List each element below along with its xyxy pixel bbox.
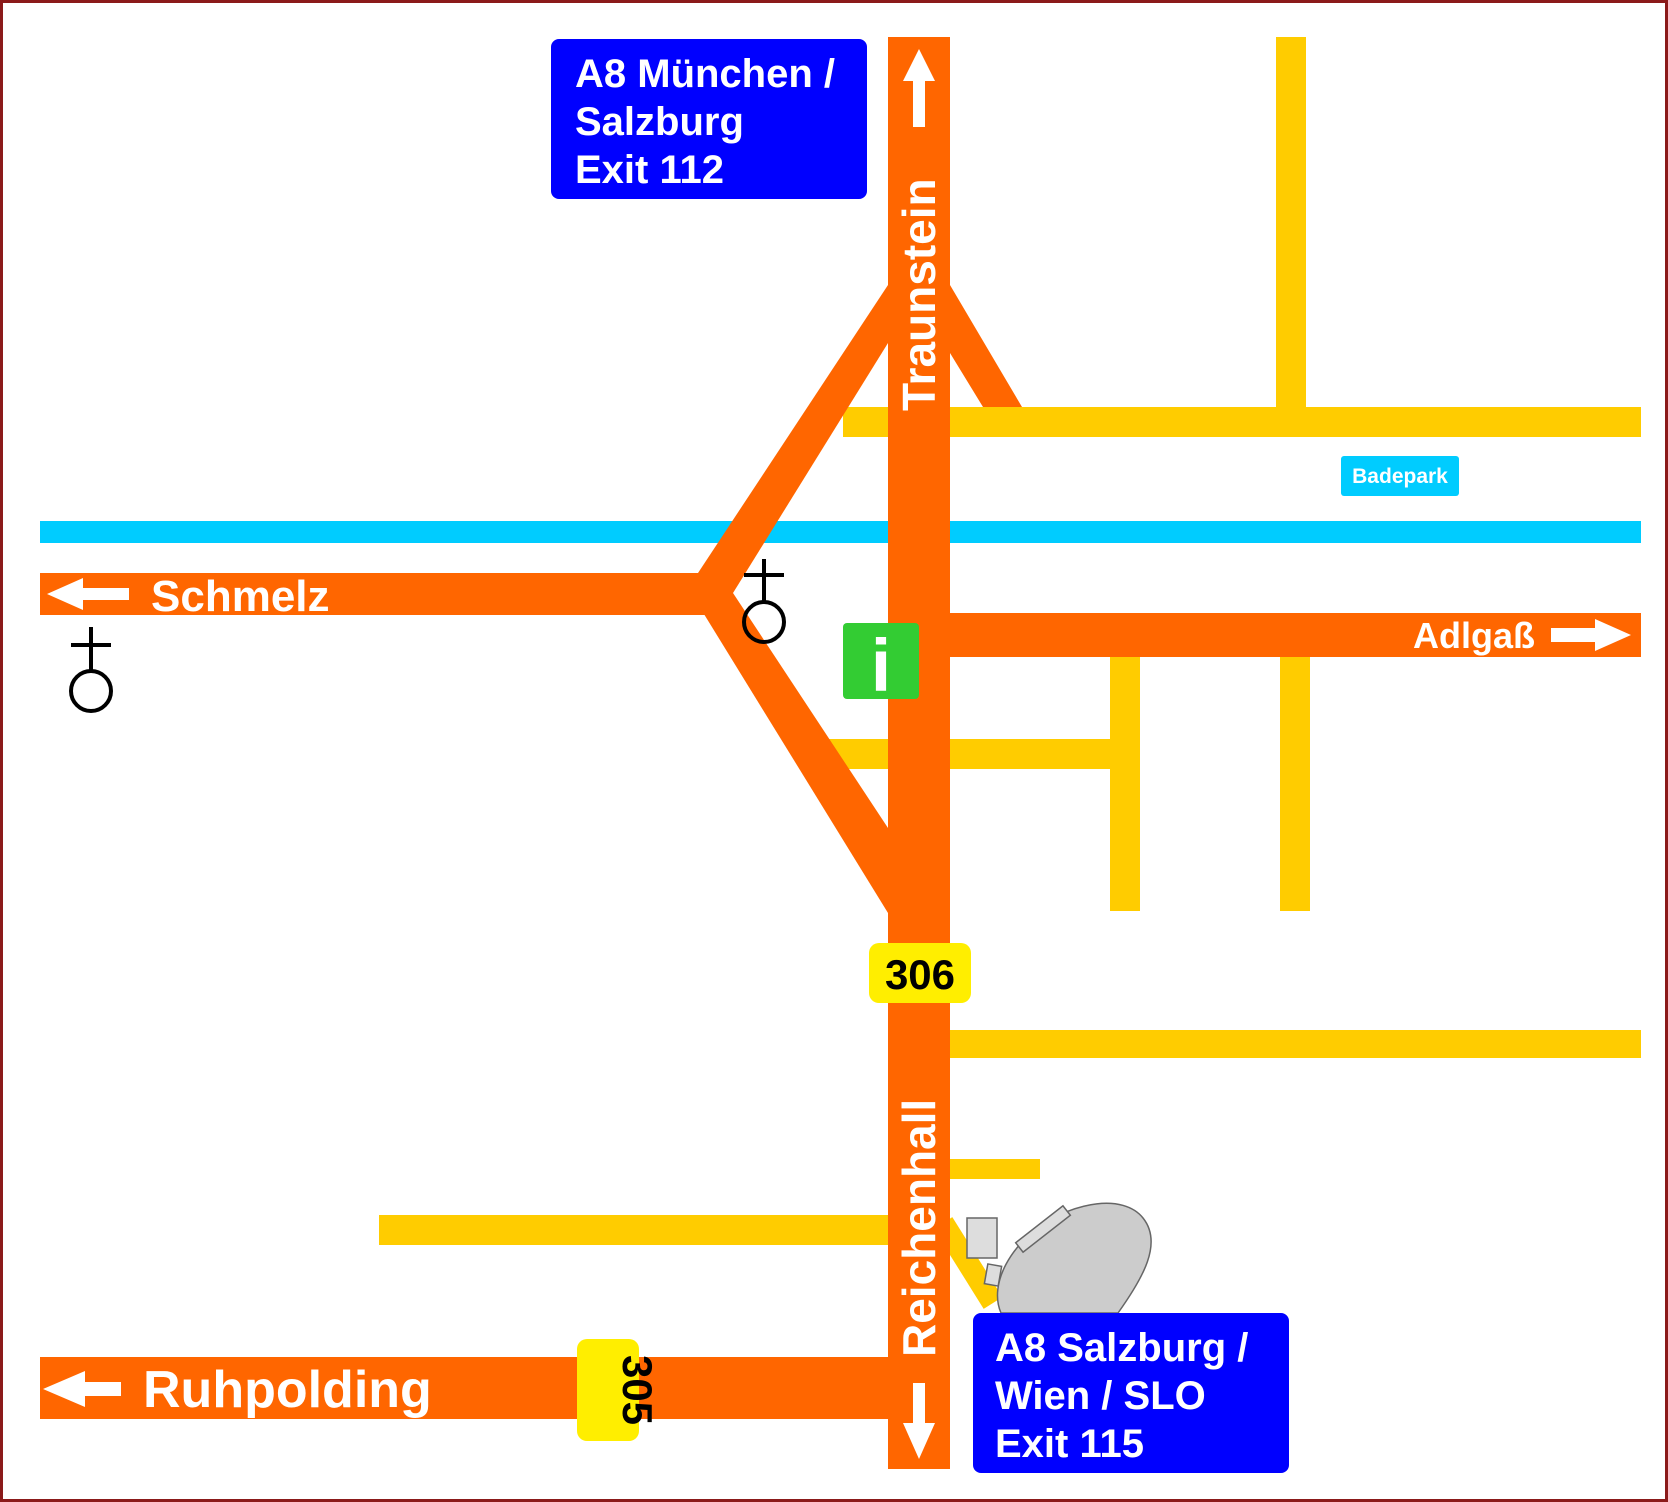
main-road-upper-fork	[888, 285, 1022, 407]
arrow-up-icon	[903, 49, 935, 127]
info-icon-letter: i	[871, 624, 892, 707]
side-road-middle-horizontal	[823, 739, 1135, 769]
arrow-down-icon	[903, 1383, 935, 1459]
service-building	[996, 1202, 1152, 1314]
badepark-label: Badepark	[1352, 465, 1448, 488]
info-point: i	[843, 623, 919, 707]
road-label-adlgass: Adlgaß	[1413, 615, 1535, 656]
motorway-sign-top-line1: A8 München /	[575, 52, 835, 96]
motorway-sign-top-line3: Exit 112	[575, 148, 724, 192]
side-road-north-vertical	[1276, 37, 1306, 421]
arrow-left-icon	[47, 578, 129, 610]
traunstein-direction: Traunstein	[893, 49, 945, 411]
badepark-badge	[1341, 456, 1459, 496]
church-icon	[742, 559, 786, 644]
main-road-west-branch-lower	[691, 593, 888, 913]
badepark-poi: Badepark	[1341, 456, 1459, 496]
road-label-reichenhall: Reichenhall	[893, 1099, 945, 1357]
info-icon	[843, 623, 919, 699]
route-badge-306: 306	[869, 943, 971, 1003]
road-label-schmelz: Schmelz	[151, 572, 330, 621]
main-road-schmelz	[40, 573, 718, 615]
side-road-north-horizontal	[843, 407, 1641, 437]
side-road-middle-vertical-2	[1280, 653, 1310, 911]
service-canopy	[1014, 1204, 1072, 1254]
service-kiosk	[966, 1217, 998, 1259]
side-road-diagonal	[933, 1217, 1003, 1309]
route-number-305: 305	[614, 1355, 661, 1425]
motorway-sign-bottom-box	[973, 1313, 1289, 1473]
side-roads	[379, 37, 1641, 1309]
motorway-sign-bottom: A8 Salzburg / Wien / SLO Exit 115	[973, 1313, 1289, 1473]
road-label-ruhpolding: Ruhpolding	[143, 1361, 432, 1419]
river	[40, 521, 1641, 543]
side-road-short-stub	[933, 1159, 1040, 1179]
schmelz-direction: Schmelz	[47, 572, 330, 621]
main-road-west-branch-upper	[691, 285, 888, 593]
reichenhall-direction: Reichenhall	[893, 1099, 945, 1459]
arrow-right-icon	[1551, 619, 1631, 651]
main-roads	[40, 37, 1641, 1469]
arrow-left-icon	[43, 1371, 121, 1407]
side-road-southwest	[379, 1215, 899, 1245]
main-road-adlgass	[950, 613, 1641, 657]
motorway-sign-bottom-line3: Exit 115	[995, 1422, 1144, 1466]
motorway-sign-top: A8 München / Salzburg Exit 112	[551, 39, 867, 199]
service-area	[966, 1202, 1152, 1314]
motorway-sign-top-line2: Salzburg	[575, 100, 744, 144]
route-number-306: 306	[885, 951, 955, 998]
church-icon	[69, 627, 113, 713]
route-badge-305-box	[577, 1339, 639, 1441]
road-label-traunstein: Traunstein	[893, 178, 945, 411]
main-road-north-south	[888, 37, 950, 1469]
route-badge-305: 305	[577, 1339, 661, 1441]
main-road-ruhpolding	[40, 1357, 900, 1419]
motorway-sign-bottom-line1: A8 Salzburg /	[995, 1326, 1248, 1370]
service-small-box	[983, 1263, 1003, 1287]
motorway-sign-bottom-line2: Wien / SLO	[995, 1374, 1206, 1418]
motorway-sign-top-box	[551, 39, 867, 199]
ruhpolding-direction: Ruhpolding	[43, 1361, 432, 1419]
adlgass-direction: Adlgaß	[1413, 615, 1631, 656]
side-road-south-horizontal	[933, 1030, 1641, 1058]
side-road-middle-vertical-1	[1110, 653, 1140, 911]
map-drawing: Traunstein Reichenhall Schmelz Adlgaß Ru…	[40, 37, 1641, 1473]
route-badge-306-box	[869, 943, 971, 1003]
